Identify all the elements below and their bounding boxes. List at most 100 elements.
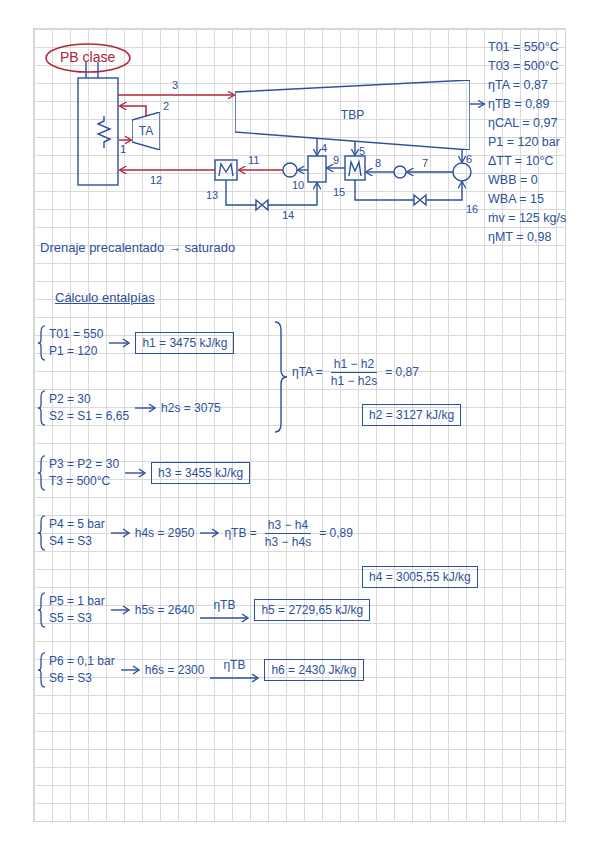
calc-row: P6 = 0,1 barS6 = S3 h6s = 2300 ηTB h6 = 243…: [38, 652, 364, 688]
brace-symbol: [38, 652, 46, 688]
note-text: Drenaje precalentado → saturado: [40, 240, 235, 256]
calc-text: ηTA =: [292, 364, 323, 381]
stream-number: 10: [292, 179, 304, 192]
condition-lines: P3 = P2 = 30T3 = 500°C: [49, 456, 119, 490]
condition-group: P5 = 1 barS5 = S3: [38, 592, 105, 628]
brace-symbol: [38, 390, 46, 426]
calc-row: ηTA = h1 − h2h1 − h2s = 0,87: [292, 356, 419, 389]
condition-text: S5 = S3: [49, 610, 105, 627]
stream-number: 11: [248, 154, 259, 167]
pipe-12: [120, 169, 215, 171]
arrow-holder: [199, 528, 219, 538]
condition-group: P2 = 30S2 = S1 = 6,65: [38, 390, 129, 426]
fraction-numerator: h3 − h4: [265, 517, 311, 534]
result-box: h4 = 3005,55 kJ/kg: [362, 566, 478, 588]
arrow-label: ηTB: [223, 658, 245, 672]
heater-resistor: [98, 116, 110, 148]
open-heater: [308, 156, 326, 182]
condition-text: T01 = 550: [49, 326, 103, 343]
condition-text: P3 = P2 = 30: [49, 456, 119, 473]
arrow-symbol: [199, 528, 219, 538]
condition-lines: P4 = 5 barS4 = S3: [49, 516, 105, 550]
stream-number: 7: [422, 157, 428, 170]
result-box: h1 = 3475 kJ/kg: [135, 332, 234, 354]
condition-text: S4 = S3: [49, 533, 105, 550]
result-box: h6 = 2430 Jk/kg: [264, 659, 363, 681]
calc-row: h2 = 3127 kJ/kg: [362, 404, 461, 426]
given-value: ηCAL = 0,97: [488, 116, 557, 131]
arrow-holder: [209, 673, 259, 683]
stream-number: 12: [150, 174, 162, 187]
arrow-symbol: [110, 528, 130, 538]
condition-lines: P5 = 1 barS5 = S3: [49, 593, 105, 627]
node-text: h4 = 3005,55 kJ/kg: [369, 570, 471, 584]
stream-number: 16: [466, 203, 478, 216]
given-value: T03 = 500°C: [488, 59, 559, 74]
turbine-ta: TA: [132, 112, 160, 150]
valve: [414, 195, 426, 205]
node-text: h3 = 3455 kJ/kg: [158, 466, 243, 480]
arrow-label: ηTB: [213, 598, 235, 612]
condition-lines: T01 = 550P1 = 120: [49, 326, 103, 360]
result-box: h2 = 3127 kJ/kg: [362, 404, 461, 426]
given-value: WBA = 15: [488, 192, 544, 207]
given-value: P1 = 120 bar: [488, 135, 560, 150]
condition-text: S6 = S3: [49, 670, 115, 687]
calc-row: P4 = 5 barS4 = S3h4s = 2950ηTB =h3 − h4h…: [38, 515, 353, 551]
fraction: h3 − h4h3 − h4s: [262, 517, 314, 550]
heater-coil: [349, 162, 361, 176]
pipe-9: [327, 167, 345, 168]
pipe-11: [239, 169, 283, 171]
labelled-arrow: ηTB: [199, 598, 249, 623]
stream-number: 8: [375, 157, 381, 170]
title-text: PB clase: [60, 49, 115, 66]
calc-text: h4s = 2950: [135, 525, 195, 542]
condition-group: P6 = 0,1 barS6 = S3: [38, 652, 115, 688]
condition-group: P3 = P2 = 30T3 = 500°C: [38, 455, 119, 491]
arrow-symbol: [120, 665, 140, 675]
condition-lines: P6 = 0,1 barS6 = S3: [49, 653, 115, 687]
calc-text: h2s = 3075: [161, 400, 221, 417]
arrow-symbol: [209, 673, 259, 683]
pipe-13: [226, 180, 256, 205]
section-heading: Cálculo entalpías: [55, 290, 155, 306]
pipe-1: [119, 139, 131, 141]
fraction-numerator: h1 − h2: [331, 356, 377, 373]
given-value: ηMT = 0,98: [488, 230, 551, 245]
given-value: WBB = 0: [488, 173, 538, 188]
given-value: ṁv = 125 kg/s: [488, 211, 566, 226]
result-box: h3 = 3455 kJ/kg: [151, 462, 250, 484]
pipe-6: [461, 149, 462, 162]
pipe-10: [298, 169, 308, 170]
node-text: TBP: [341, 107, 364, 124]
closed-heater-lp: [345, 156, 365, 180]
calc-row: T01 = 550P1 = 120 h1 = 3475 kJ/kg: [38, 325, 234, 361]
condition-text: P1 = 120: [49, 343, 103, 360]
stream-number: 2: [163, 100, 169, 113]
node-text: h2 = 3127 kJ/kg: [369, 408, 454, 422]
calc-text: = 0,87: [385, 364, 419, 381]
calc-text: = 0,89: [319, 525, 353, 542]
stream-number: 15: [333, 186, 345, 199]
condition-text: P6 = 0,1 bar: [49, 653, 115, 670]
arrow-symbol: [134, 403, 156, 413]
fraction-denominator: h3 − h4s: [262, 534, 314, 550]
condition-text: P5 = 1 bar: [49, 593, 105, 610]
stream-number: 9: [333, 154, 339, 167]
feed-pump: [283, 163, 297, 177]
condition-group: P4 = 5 barS4 = S3: [38, 515, 105, 551]
fraction: h1 − h2h1 − h2s: [328, 356, 380, 389]
given-value: T01 = 550°C: [488, 40, 559, 55]
stream-number: 5: [359, 145, 365, 158]
arrow-holder: [120, 665, 140, 675]
pipe-15: [355, 180, 414, 200]
condition-text: P2 = 30: [49, 391, 129, 408]
arrow-symbol: [124, 468, 146, 478]
calc-row: h4 = 3005,55 kJ/kg: [362, 566, 478, 588]
arrow-holder: [199, 613, 249, 623]
result-box: h5 = 2729,65 kJ/kg: [254, 599, 370, 621]
calc-row: P5 = 1 barS5 = S3h5s = 2640ηTBh5 = 2729,…: [38, 592, 370, 628]
condition-group: T01 = 550P1 = 120: [38, 325, 103, 361]
heater-coil: [219, 164, 233, 176]
calc-text: h6s = 2300: [145, 662, 205, 679]
